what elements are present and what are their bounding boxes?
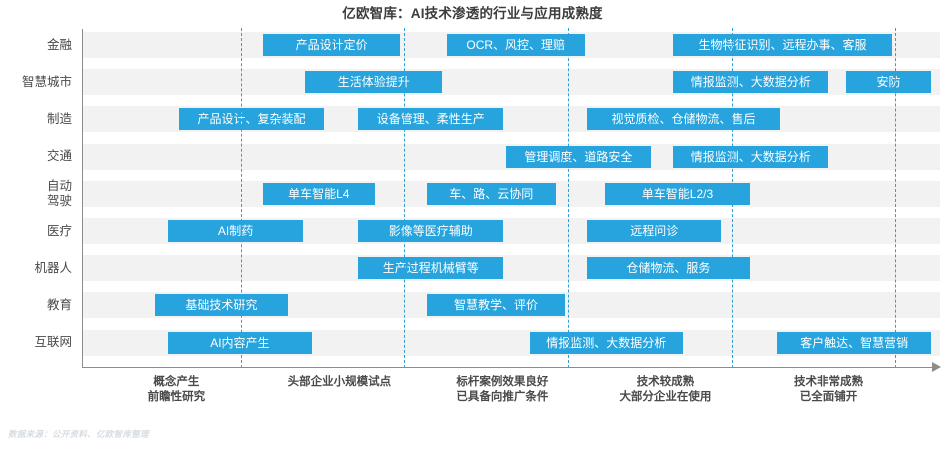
- row-label-2: 智慧城市: [0, 75, 72, 90]
- stage-label-line: 头部企业小规模试点: [287, 376, 392, 388]
- bar-segment[interactable]: 基础技术研究: [154, 294, 288, 317]
- y-axis-line: [82, 29, 83, 368]
- stage-divider-4: [732, 28, 734, 368]
- x-axis-arrow-icon: [932, 362, 941, 372]
- row-label-line: 驾驶: [46, 193, 72, 208]
- stage-divider-5: [895, 28, 897, 368]
- bar-segment[interactable]: 车、路、云协同: [426, 182, 556, 205]
- bar-segment[interactable]: 生产过程机械臂等: [358, 257, 504, 280]
- bar-segment[interactable]: OCR、风控、理赔: [446, 34, 585, 56]
- row-label-4: 交通: [0, 149, 72, 164]
- bar-segment[interactable]: 远程问诊: [587, 220, 722, 242]
- row-label-5: 自动驾驶: [0, 179, 72, 209]
- bar-segment[interactable]: 客户触达、智慧营销: [776, 331, 932, 354]
- row-band: [82, 255, 940, 282]
- page-title: 亿欧智库：AI技术渗透的行业与应用成熟度: [342, 6, 603, 21]
- row-label-line: 医疗: [46, 223, 72, 238]
- row-label-9: 互联网: [0, 335, 72, 350]
- stage-label-line: 技术较成熟: [636, 376, 695, 388]
- bar-segment[interactable]: 安防: [845, 71, 932, 94]
- stage-label-3: 标杆案例效果良好已具备向推广条件: [412, 375, 592, 405]
- bar-segment[interactable]: 设备管理、柔性生产: [358, 108, 504, 131]
- bar-segment[interactable]: 视觉质检、仓储物流、售后: [587, 108, 780, 131]
- x-axis-line: [82, 367, 934, 368]
- stage-label-1: 概念产生前瞻性研究: [86, 375, 266, 405]
- row-label-line: 教育: [46, 297, 72, 312]
- stage-divider-2: [403, 28, 405, 368]
- stage-label-line: 标杆案例效果良好: [456, 376, 549, 388]
- row-label-line: 金融: [46, 37, 72, 52]
- bar-segment[interactable]: 单车智能L2/3: [605, 182, 750, 205]
- bar-segment[interactable]: AI内容产生: [167, 331, 312, 354]
- row-label-1: 金融: [0, 38, 72, 53]
- row-label-line: 自动: [46, 178, 72, 193]
- row-label-7: 机器人: [0, 261, 72, 276]
- bar-segment[interactable]: 情报监测、大数据分析: [529, 331, 683, 354]
- bar-segment[interactable]: 仓储物流、服务: [587, 257, 750, 280]
- stage-label-4: 技术较成熟大部分企业在使用: [575, 375, 755, 405]
- stage-label-5: 技术非常成熟已全面铺开: [738, 375, 918, 405]
- row-label-line: 机器人: [34, 260, 72, 275]
- data-source-note: 数据来源：公开资料、亿欧智库整理: [8, 429, 149, 439]
- stage-divider-3: [567, 28, 569, 368]
- stage-label-2: 头部企业小规模试点: [249, 375, 429, 390]
- stage-label-line: 已具备向推广条件: [456, 391, 549, 403]
- stage-label-line: 大部分企业在使用: [619, 391, 712, 403]
- stage-divider-1: [240, 28, 242, 368]
- stage-label-line: 前瞻性研究: [147, 391, 206, 403]
- bar-segment[interactable]: 生活体验提升: [305, 71, 443, 94]
- row-label-line: 互联网: [34, 335, 72, 350]
- bar-segment[interactable]: 智慧教学、评价: [426, 294, 566, 317]
- bar-segment[interactable]: 生物特征识别、远程办事、客服: [673, 34, 892, 56]
- bar-segment[interactable]: 产品设计、复杂装配: [178, 108, 324, 131]
- stage-label-line: 概念产生: [153, 376, 200, 388]
- bar-segment[interactable]: 影像等医疗辅助: [358, 220, 504, 242]
- bar-segment[interactable]: 情报监测、大数据分析: [673, 71, 829, 94]
- row-label-line: 制造: [46, 111, 72, 126]
- row-label-line: 智慧城市: [21, 74, 72, 89]
- bar-segment[interactable]: 情报监测、大数据分析: [673, 145, 829, 168]
- row-label-line: 交通: [46, 149, 72, 164]
- bar-segment[interactable]: 产品设计定价: [263, 34, 401, 56]
- bar-segment[interactable]: 管理调度、道路安全: [505, 145, 651, 168]
- row-label-3: 制造: [0, 112, 72, 127]
- stage-label-line: 已全面铺开: [799, 391, 858, 403]
- stage-label-line: 技术非常成熟: [793, 376, 863, 388]
- row-label-6: 医疗: [0, 224, 72, 239]
- bar-segment[interactable]: AI制药: [167, 220, 304, 242]
- bar-segment[interactable]: 单车智能L4: [263, 182, 375, 205]
- row-label-8: 教育: [0, 298, 72, 313]
